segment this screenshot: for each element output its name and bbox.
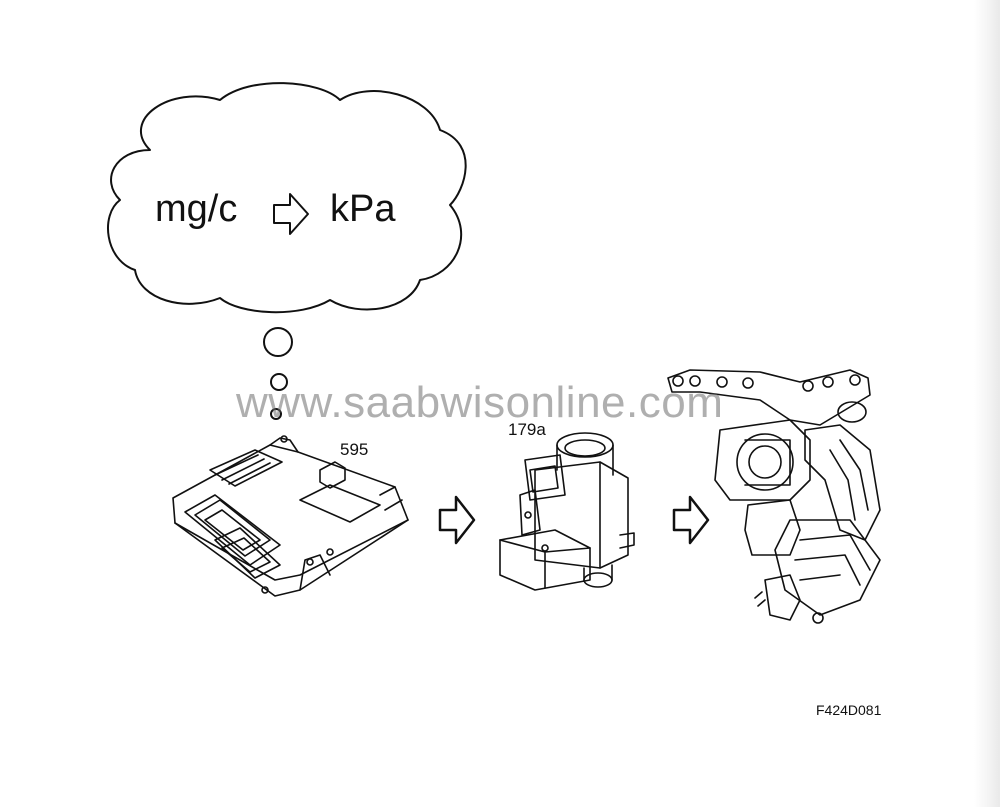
- unit-mg-per-cycle: mg/c: [155, 188, 238, 230]
- ecu-label: 595: [340, 440, 369, 459]
- throttle-body-179a-illustration: [499, 432, 635, 591]
- thought-bubble-large: [263, 327, 293, 357]
- thought-cloud: [107, 82, 467, 314]
- flow-arrow-icon-2: [672, 495, 710, 545]
- figure-code: F424D081: [816, 702, 882, 718]
- throttle-label: 179a: [508, 420, 546, 439]
- turbo-manifold-illustration: [667, 369, 881, 624]
- thought-bubble-medium: [270, 373, 288, 391]
- unit-kpa: kPa: [330, 188, 396, 230]
- thought-bubble-small: [270, 408, 282, 420]
- page-edge-shadow: [974, 0, 1000, 807]
- ecu-595-illustration: [172, 435, 409, 597]
- conversion-arrow-icon: [273, 193, 309, 235]
- watermark: www.saabwisonline.com: [236, 378, 724, 427]
- flow-arrow-icon-1: [438, 495, 476, 545]
